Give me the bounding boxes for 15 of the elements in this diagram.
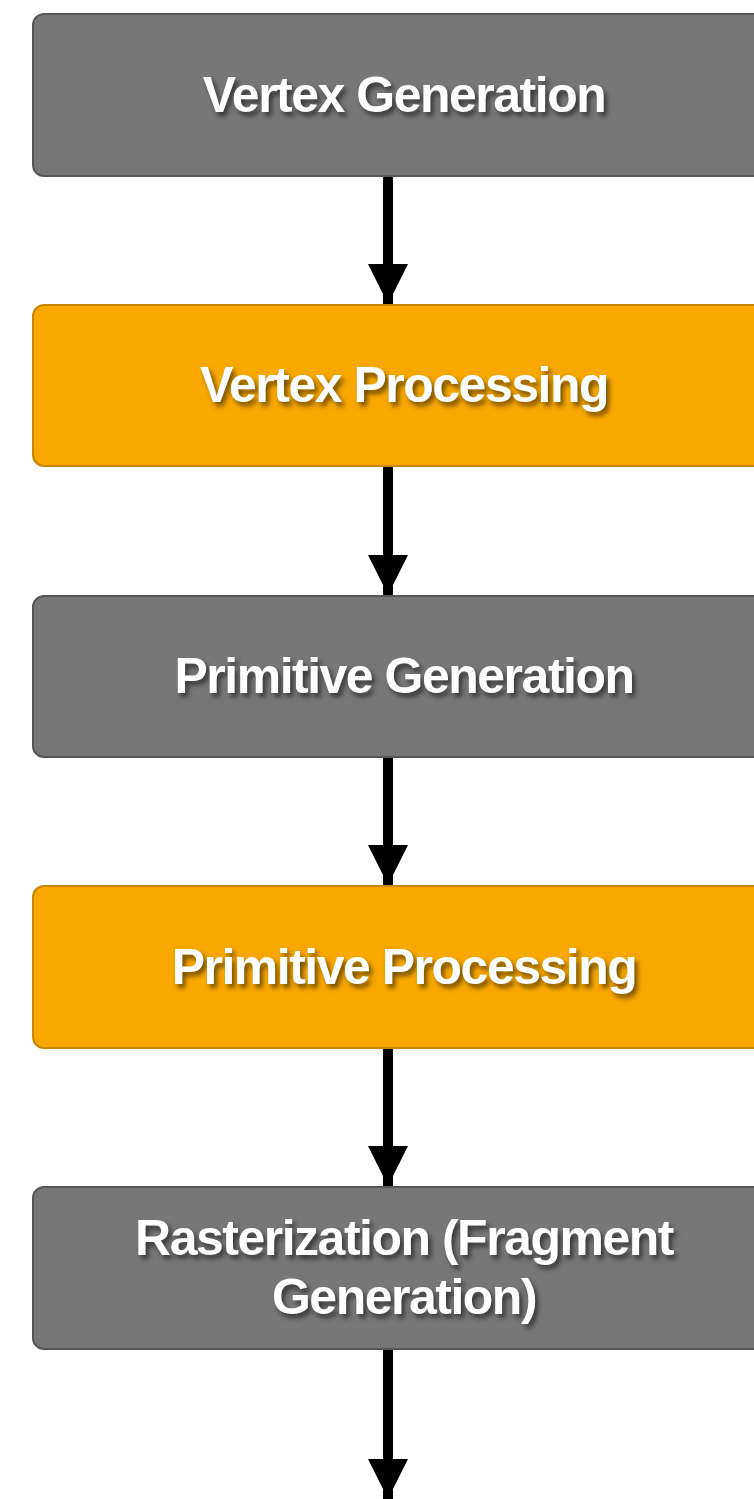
arrow <box>368 1350 408 1499</box>
step-label: Vertex Generation <box>201 65 607 125</box>
arrow <box>368 467 408 595</box>
step-label: Vertex Processing <box>198 356 610 415</box>
process-box <box>32 13 754 177</box>
process-box <box>32 1186 754 1350</box>
arrow <box>368 177 408 304</box>
process-box <box>32 304 754 467</box>
process-box <box>32 595 754 758</box>
step-label: Primitive Generation <box>173 647 635 706</box>
step-label: Rasterization (Fragment Generation) <box>134 1209 675 1327</box>
process-box <box>32 885 754 1049</box>
step-label: Primitive Processing <box>170 937 638 997</box>
arrow <box>368 758 408 885</box>
arrow <box>368 1049 408 1186</box>
